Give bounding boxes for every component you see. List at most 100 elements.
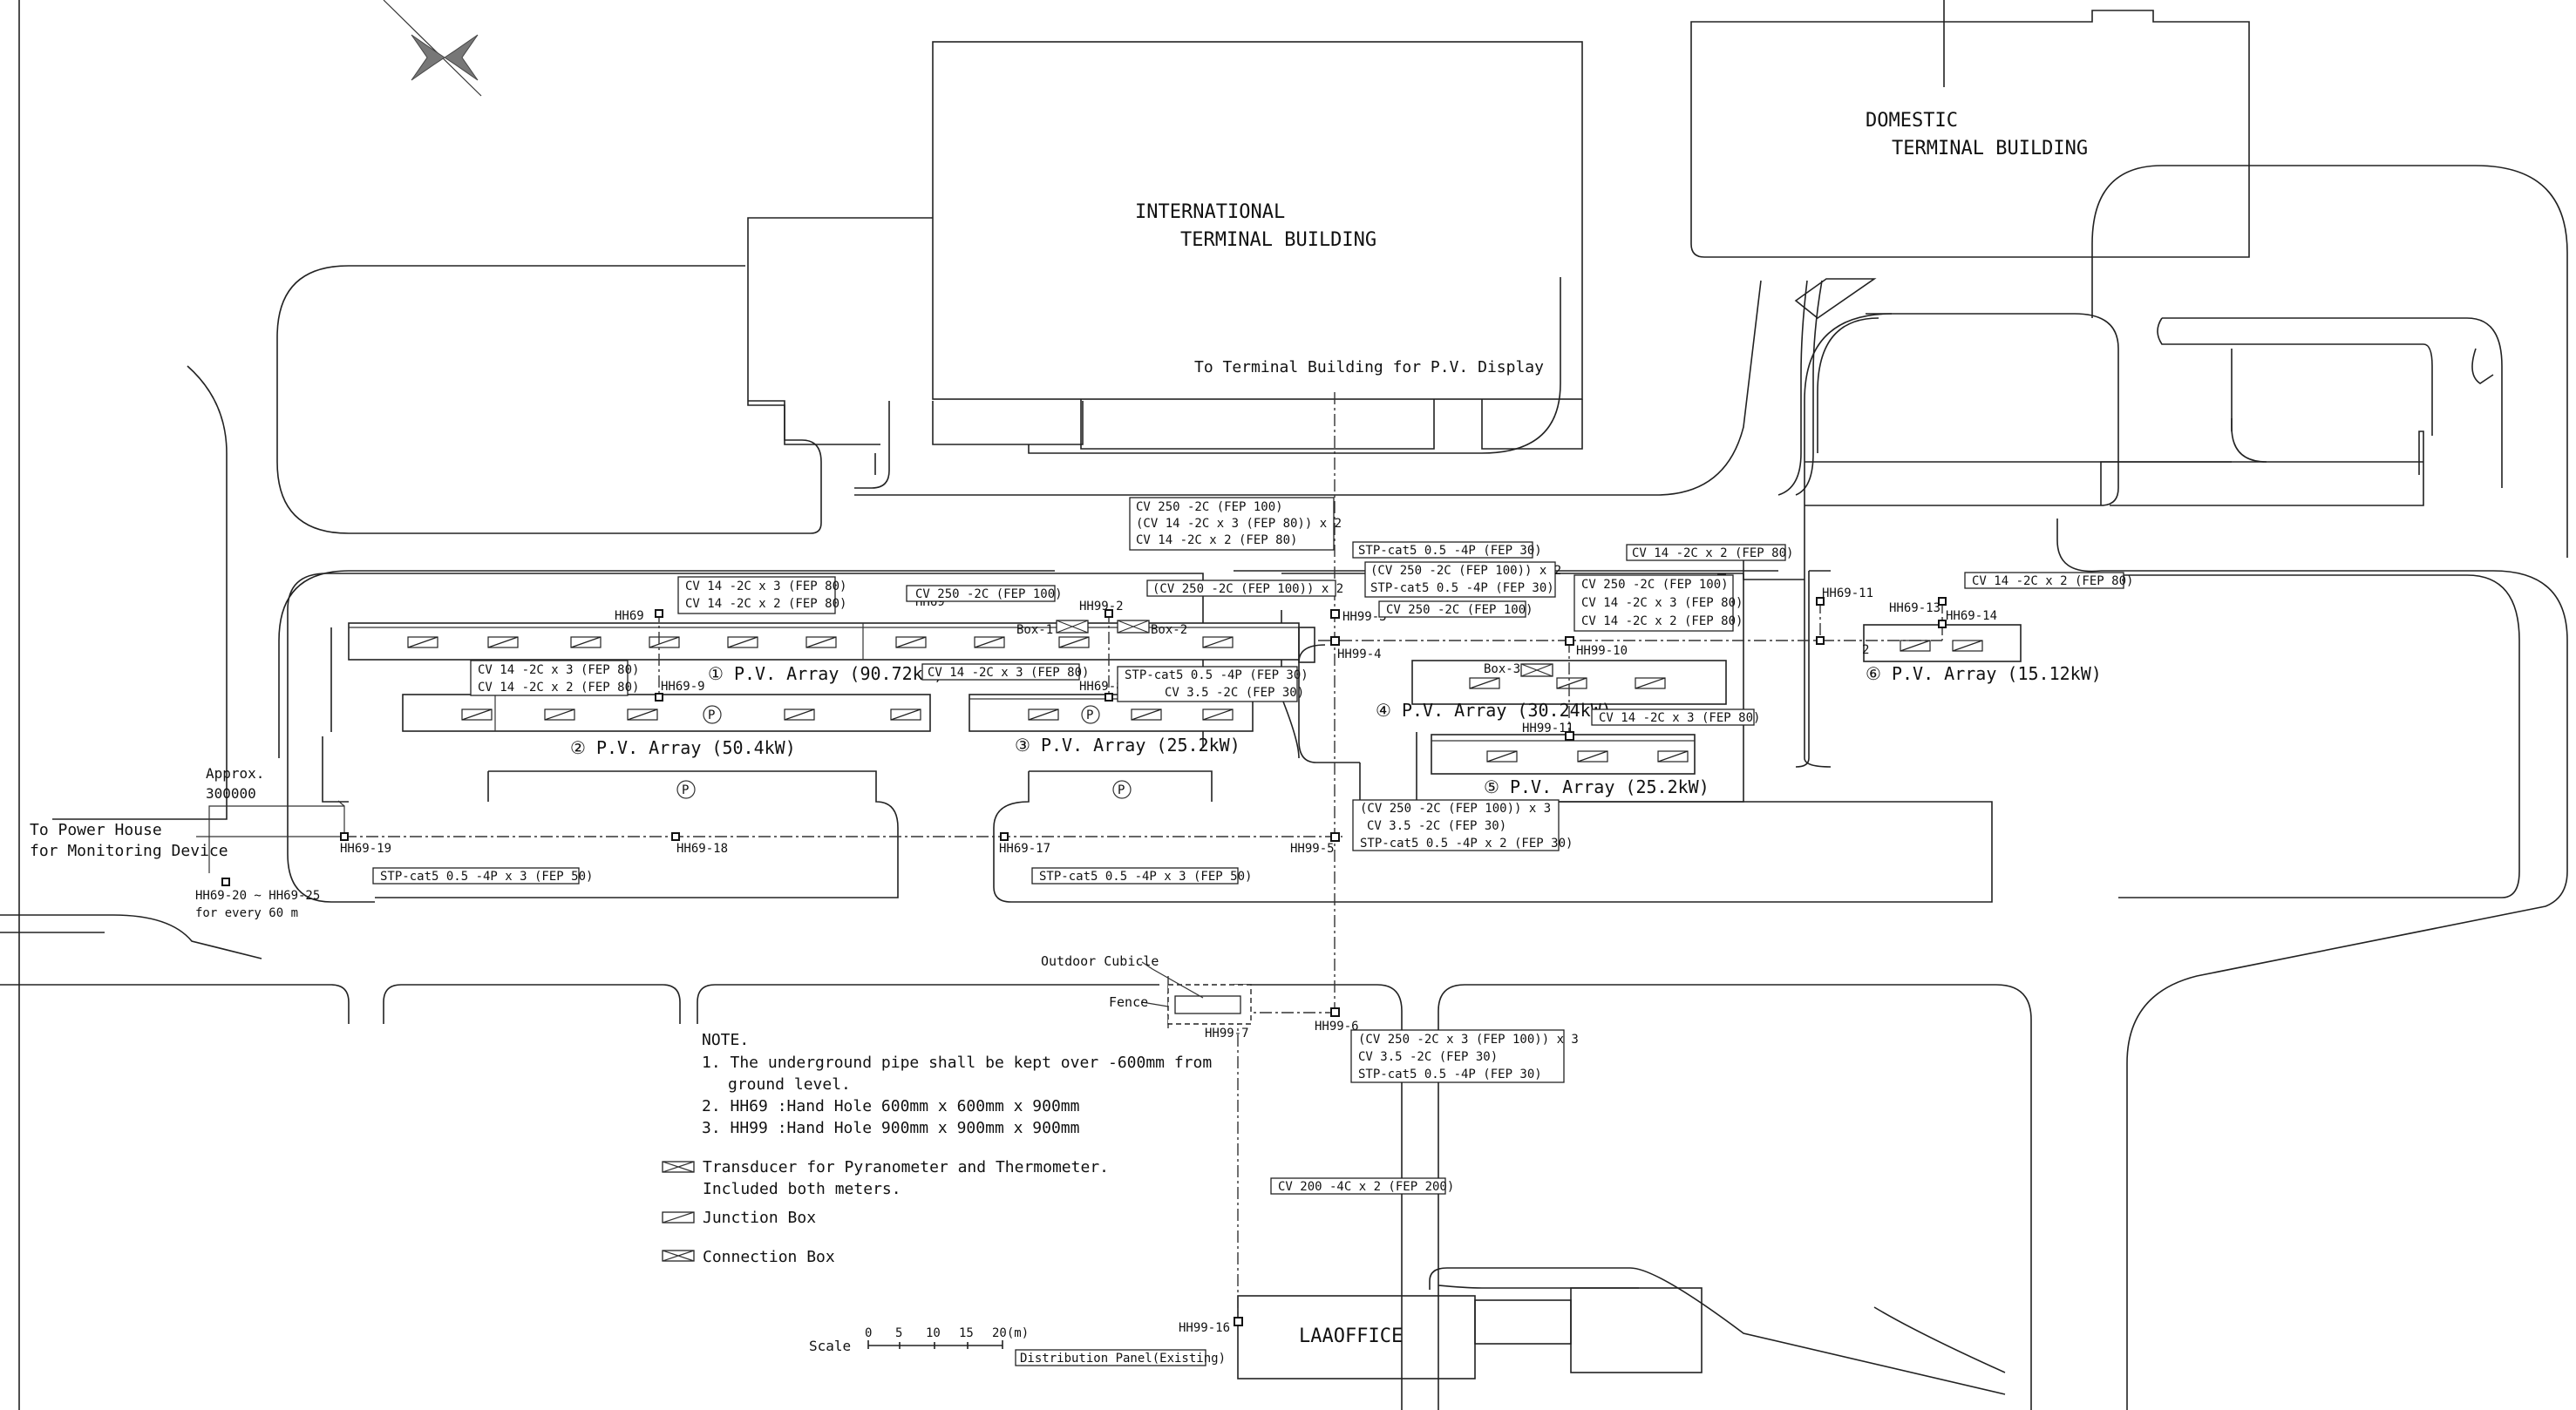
cable-tag-c1c: CV 14 -2C x 2 (FEP 80) (1136, 533, 1297, 547)
pv-display-label: To Terminal Building for P.V. Display (1194, 358, 1544, 376)
cable-tag-c17: STP-cat5 0.5 -4P x 3 (FEP 50) (1039, 870, 1252, 884)
hh69-18-label: HH69-18 (676, 842, 728, 856)
pv-array-4-label: ④ P.V. Array (30.24kW) (1376, 700, 1612, 721)
approx-label-1: Approx. (206, 765, 264, 782)
hh69-8-label: HH69-8 (1079, 680, 1124, 694)
power-house-annotation: To Power House for Monitoring Device App… (30, 765, 320, 920)
pv-array-5: ⑤ P.V. Array (25.2kW) (1431, 734, 1709, 797)
cable-tag-c7: CV 14 -2C x 2 (FEP 80) (1972, 574, 2133, 588)
cable-tag-c18b: CV 3.5 -2C (FEP 30) (1358, 1050, 1498, 1064)
hh69-label: HH69 (615, 609, 644, 623)
laa-office: LAAOFFICE (1237, 1287, 1703, 1379)
power-house-label-2: for Monitoring Device (30, 842, 228, 860)
notes-title: NOTE. (702, 1031, 749, 1049)
north-arrow-icon (383, 0, 482, 97)
hh99-4-label: HH99-4 (1337, 647, 1382, 661)
cable-tag-c16: STP-cat5 0.5 -4P x 3 (FEP 50) (380, 870, 593, 884)
connection-boxes: Box-1 Box-2 Box-3 (1016, 620, 1553, 677)
every-60m-label: for every 60 m (195, 906, 298, 920)
legend-transducer-b: Included both meters. (703, 1180, 901, 1198)
notes-block: NOTE. 1. The underground pipe shall be k… (702, 1031, 1212, 1137)
cable-tag-c15c: STP-cat5 0.5 -4P x 2 (FEP 30) (1360, 837, 1573, 851)
cable-tag-c19: CV 200 -4C x 2 (FEP 200) (1278, 1180, 1454, 1194)
domestic-label-1: DOMESTIC (1866, 110, 1958, 132)
cable-routes (196, 392, 1943, 1325)
box3-label: Box-3 (1484, 662, 1520, 676)
laa-office-label: LAAOFFICE (1299, 1325, 1403, 1347)
distribution-panel-label: Distribution Panel(Existing) (1020, 1352, 1226, 1366)
scale-tick-0: 0 (865, 1326, 872, 1340)
domestic-label-2: TERMINAL BUILDING (1892, 138, 2088, 159)
legend-connection: Connection Box (703, 1248, 835, 1266)
note-1a: 1. The underground pipe shall be kept ov… (702, 1054, 1212, 1072)
note-2: 2. HH69 :Hand Hole 600mm x 600mm x 900mm (702, 1097, 1079, 1115)
note-1b: ground level. (728, 1075, 851, 1094)
approx-label-2: 300000 (206, 785, 256, 802)
cable-tag-c14: CV 14 -2C x 3 (FEP 80) (1599, 711, 1760, 725)
cable-tag-c6c: CV 14 -2C x 2 (FEP 80) (1581, 614, 1743, 628)
parking-label-2: P (1086, 708, 1093, 722)
scale-tick-15: 15 (959, 1326, 974, 1340)
cable-tag-c18a: (CV 250 -2C x 3 (FEP 100)) x 3 (1358, 1033, 1579, 1047)
hh69-17-label: HH69-17 (999, 842, 1050, 856)
hh69-19-label: HH69-19 (340, 842, 391, 856)
cable-tag-c18c: STP-cat5 0.5 -4P (FEP 30) (1358, 1068, 1542, 1081)
junction-box-icon (662, 1211, 695, 1224)
cable-tag-c13b: CV 3.5 -2C (FEP 30) (1165, 686, 1304, 700)
hh99-2-label: HH99-2 (1079, 600, 1124, 613)
cable-tag-c4: CV 250 -2C (FEP 100) (1386, 603, 1533, 617)
cable-tag-c8a: CV 14 -2C x 3 (FEP 80) (685, 580, 846, 593)
cable-tag-c1b: (CV 14 -2C x 3 (FEP 80)) x 2 (1136, 517, 1342, 531)
cable-tags: CV 250 -2C (FEP 100) (CV 14 -2C x 3 (FEP… (372, 497, 2133, 1366)
fence-label: Fence (1109, 994, 1148, 1010)
hh99-7-label: HH99-7 (1205, 1027, 1249, 1041)
hh69-12-label: 2 (1862, 643, 1869, 657)
pv-array-2-label: ② P.V. Array (50.4kW) (570, 737, 796, 758)
parking-label-4: P (1118, 783, 1125, 797)
hh99-3-label: HH99-3 (1342, 610, 1387, 624)
outdoor-cubicle-label: Outdoor Cubicle (1041, 953, 1159, 969)
parking-symbols: P P P P (676, 705, 1132, 799)
pv-array-2: ② P.V. Array (50.4kW) (402, 694, 931, 758)
hh99-16-label: HH99-16 (1179, 1321, 1230, 1335)
domestic-terminal: DOMESTIC TERMINAL BUILDING (1690, 10, 2250, 258)
hh69-9-label: HH69-9 (661, 680, 705, 694)
parking-label-3: P (682, 783, 689, 797)
parking-label-1: P (708, 708, 715, 722)
note-3: 3. HH99 :Hand Hole 900mm x 900mm x 900mm (702, 1119, 1079, 1137)
legend-transducer-a: Transducer for Pyranometer and Thermomet… (703, 1158, 1109, 1176)
cable-tag-c5: CV 14 -2C x 2 (FEP 80) (1632, 546, 1793, 560)
hh99-6-label: HH99-6 (1315, 1020, 1359, 1034)
cable-tag-c3b: STP-cat5 0.5 -4P (FEP 30) (1370, 581, 1554, 595)
cable-tag-c11b: CV 14 -2C x 2 (FEP 80) (478, 681, 639, 695)
hh69-13-label: HH69-13 (1889, 601, 1940, 615)
connection-box-icon (662, 1250, 695, 1262)
hh99-5-label: HH99-5 (1290, 842, 1335, 856)
cable-tag-c6b: CV 14 -2C x 3 (FEP 80) (1581, 596, 1743, 610)
power-house-label-1: To Power House (30, 821, 162, 839)
pv-array-1-label: ① P.V. Array (90.72kW) (708, 663, 944, 684)
pv-array-3-label: ③ P.V. Array (25.2kW) (1015, 735, 1240, 756)
scale-bar: Scale 0 5 10 15 20(m) (809, 1326, 1029, 1354)
cable-tag-c10: (CV 250 -2C (FEP 100)) x 2 (1152, 582, 1343, 596)
cable-tag-c11a: CV 14 -2C x 3 (FEP 80) (478, 663, 639, 677)
international-label-2: TERMINAL BUILDING (1180, 229, 1376, 251)
transducer-icon (662, 1161, 695, 1173)
cable-tag-c1a: CV 250 -2C (FEP 100) (1136, 500, 1283, 514)
pv-array-3: ③ P.V. Array (25.2kW) (969, 694, 1254, 756)
hh69-20-25-label: HH69-20 ~ HH69-25 (195, 889, 320, 903)
hh99-11-label: HH99-11 (1522, 722, 1573, 736)
scale-tick-20: 20(m) (992, 1326, 1029, 1340)
cable-tag-c6a: CV 250 -2C (FEP 100) (1581, 578, 1729, 592)
outdoor-cubicle: Outdoor Cubicle Fence (1041, 953, 1252, 1025)
legend-junction: Junction Box (703, 1209, 816, 1227)
international-label-1: INTERNATIONAL (1135, 201, 1285, 223)
scale-label: Scale (809, 1338, 851, 1354)
international-terminal: INTERNATIONAL TERMINAL BUILDING To Termi… (747, 41, 1583, 450)
box2-label: Box-2 (1151, 623, 1187, 637)
cable-tag-c2: STP-cat5 0.5 -4P (FEP 30) (1358, 544, 1542, 558)
cable-tag-c13a: STP-cat5 0.5 -4P (FEP 30) (1125, 668, 1308, 682)
scale-tick-5: 5 (895, 1326, 902, 1340)
